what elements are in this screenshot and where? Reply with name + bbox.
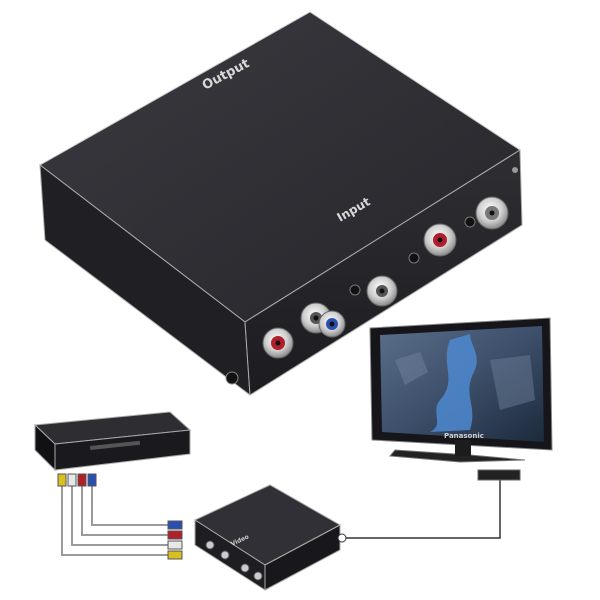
converter-box-small: Video: [193, 484, 342, 591]
hdmi-cable: [345, 480, 501, 539]
small-box-jack-4: [253, 571, 263, 581]
small-box-jack-3: [240, 563, 250, 573]
small-box-jack-2: [220, 550, 230, 560]
small-knob-3: [464, 216, 476, 228]
cable-plugs-dvd: [57, 473, 97, 487]
dvd-tray: [90, 440, 141, 450]
converter-box-large: Output Input: [39, 11, 523, 397]
small-knob-2: [408, 252, 420, 264]
side-led: [512, 167, 518, 173]
dvd-side-face: [34, 423, 56, 472]
tv-stand-neck: [455, 440, 471, 456]
small-box-jack-1: [205, 540, 215, 550]
cable-plugs-box: [167, 520, 183, 560]
small-box-right: [264, 524, 341, 591]
tv-brand-label: Panasonic: [444, 432, 484, 440]
power-port: [225, 371, 239, 385]
rca-jack-white-2: [366, 275, 398, 307]
rca-jack-red-right: [423, 223, 457, 257]
dvd-player: [33, 411, 192, 472]
small-knob-1: [349, 284, 361, 296]
rca-jack-blue: [318, 310, 346, 338]
rca-jack-white-right: [475, 196, 509, 230]
rca-jack-red-left: [262, 327, 294, 359]
television: Panasonic: [369, 317, 553, 463]
hdmi-plug-box: [337, 533, 347, 543]
hdmi-plug-tv: [477, 469, 521, 481]
tv-screen-map: [430, 334, 477, 432]
component-cables: [61, 482, 175, 556]
box-front-face: [244, 149, 523, 396]
